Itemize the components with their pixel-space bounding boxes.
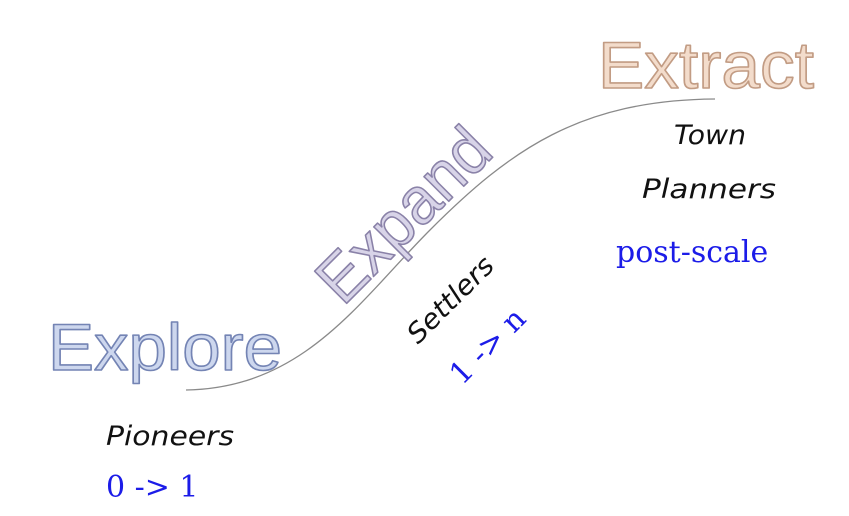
town-planners-range: post-scale	[616, 235, 768, 270]
planners-label: Planners	[642, 174, 776, 205]
extract-label: Extract	[598, 28, 814, 102]
pioneers-range: 0 -> 1	[106, 470, 199, 505]
town-label: Town	[674, 120, 746, 151]
explore-label: Explore	[48, 310, 282, 384]
pioneers-label: Pioneers	[106, 421, 234, 452]
s-curve	[185, 98, 716, 391]
